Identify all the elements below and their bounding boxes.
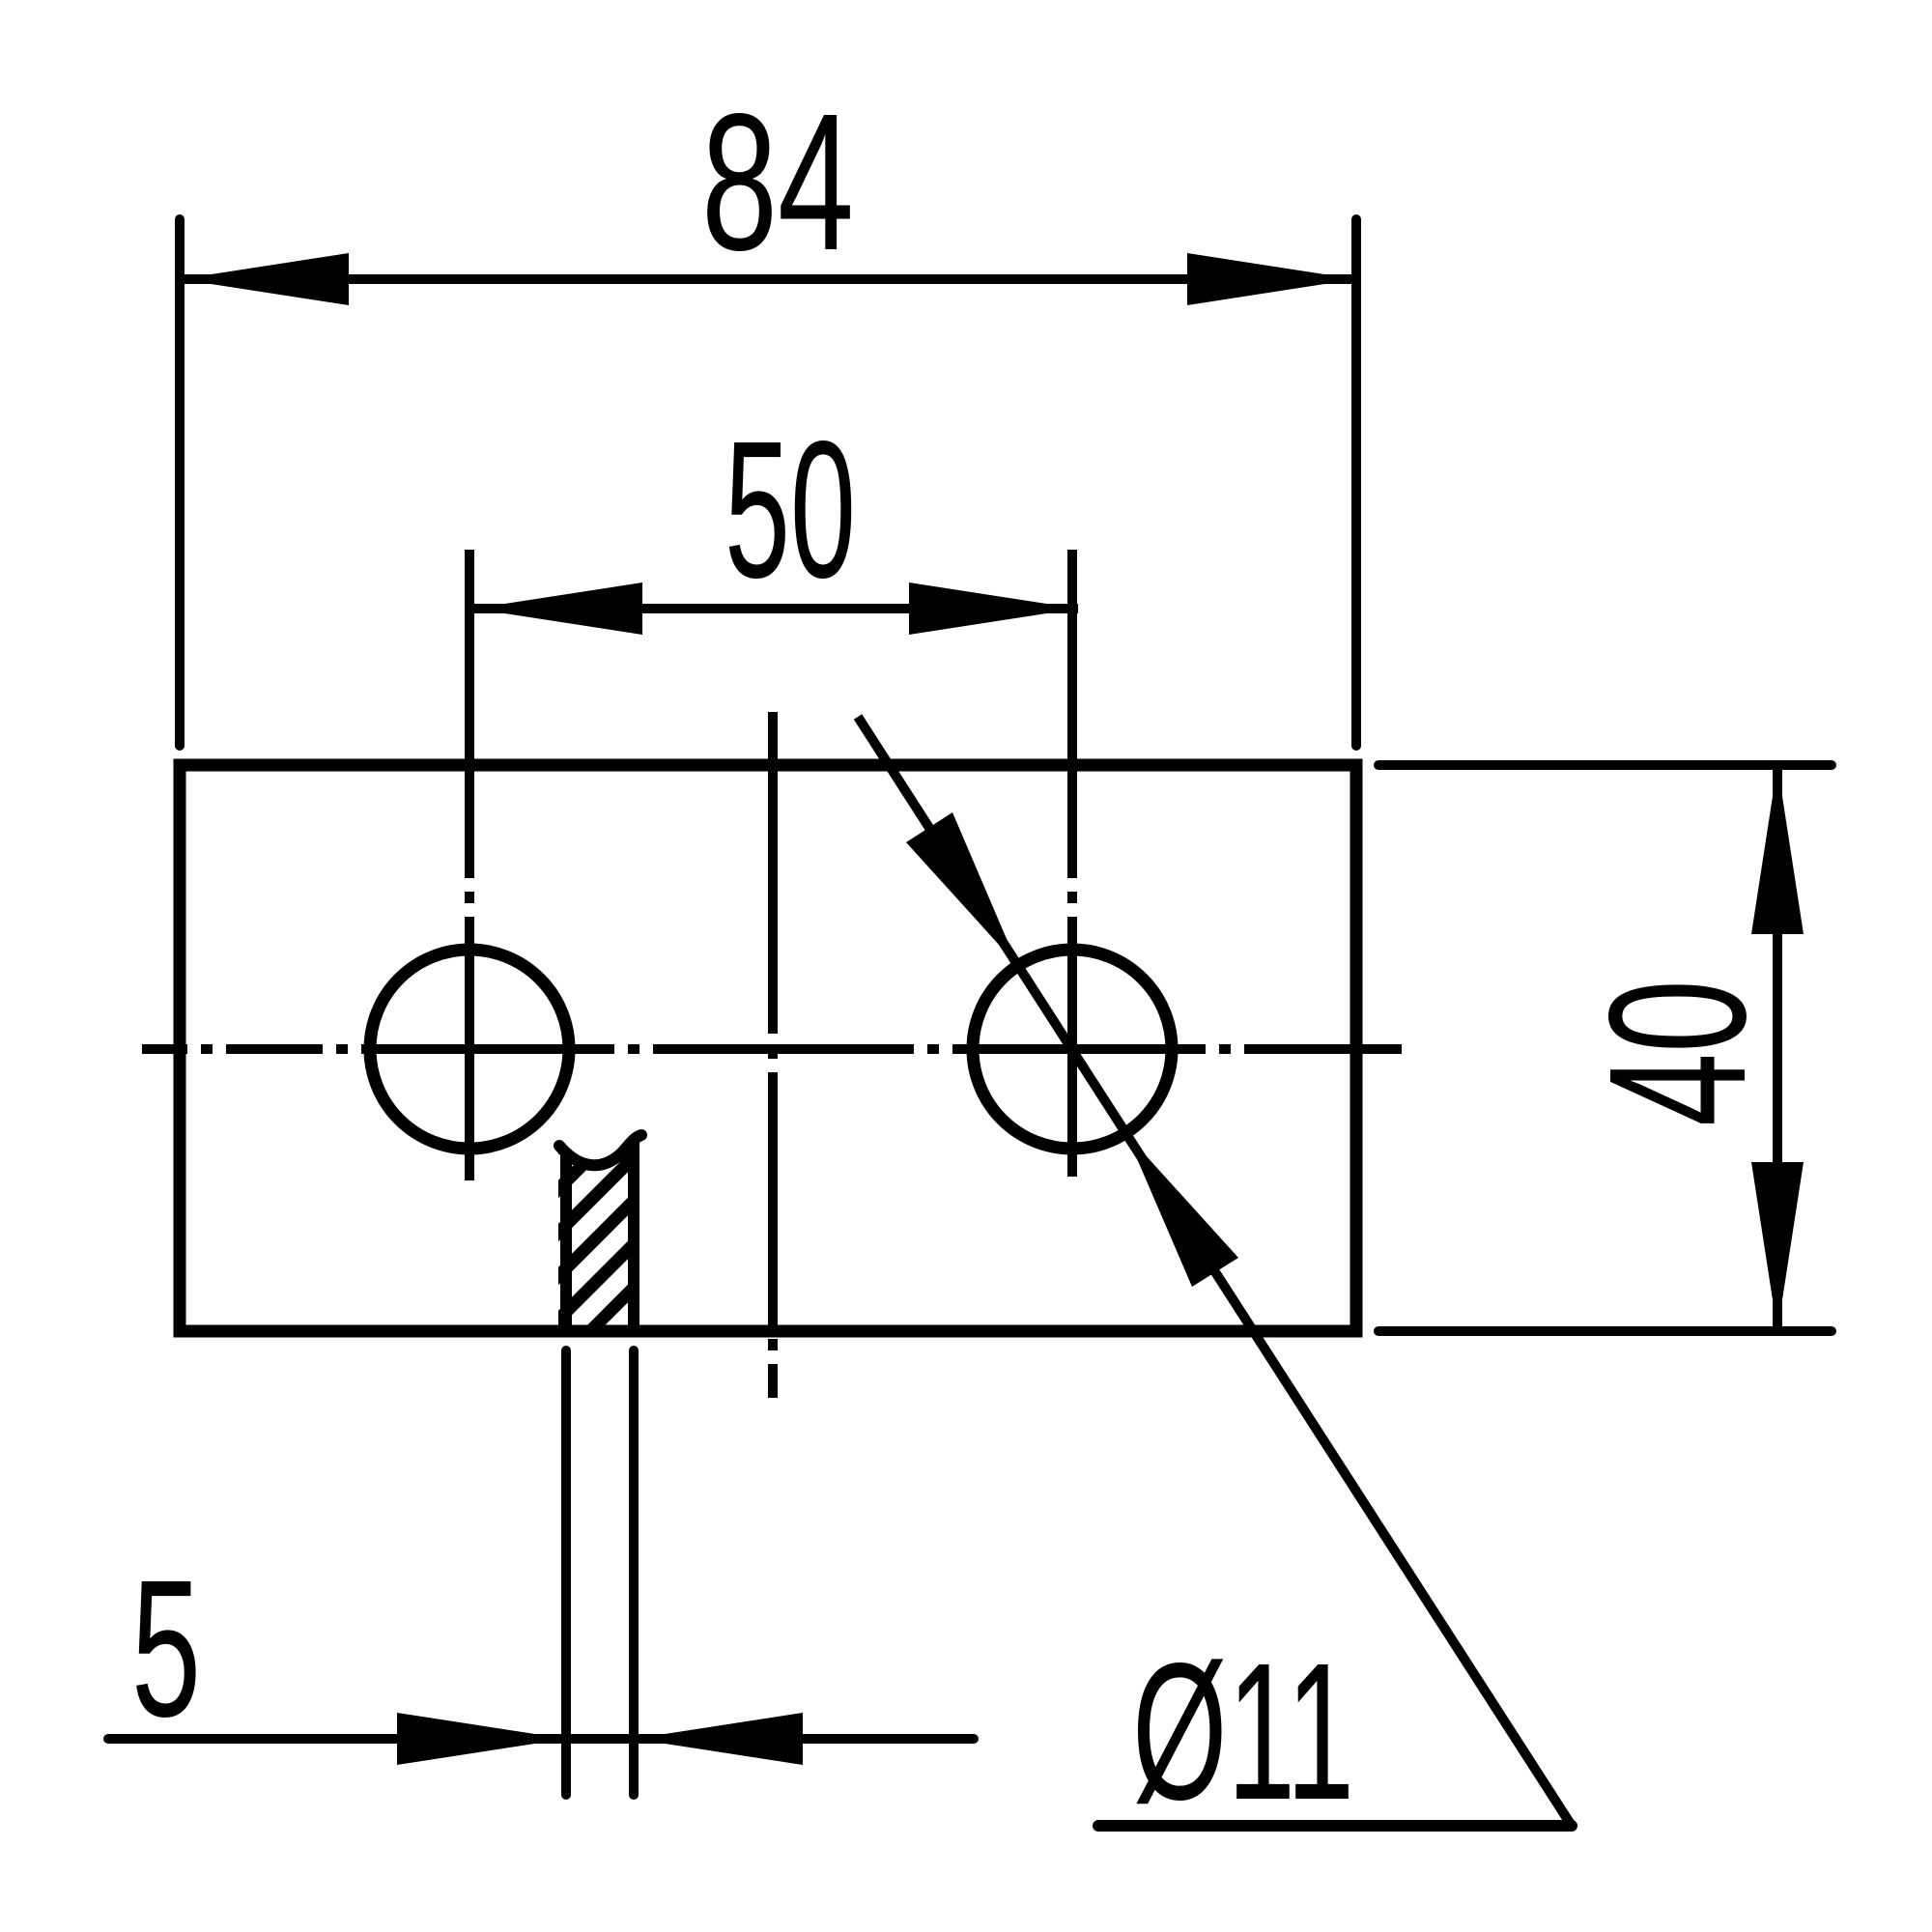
- arrowhead-upper: [906, 812, 1018, 966]
- dimension-label-hole-spacing: 50: [724, 400, 856, 618]
- arrowhead-left: [397, 1713, 566, 1765]
- arrowhead-top: [1751, 765, 1804, 934]
- dimension-label-width: 84: [701, 72, 854, 291]
- dimension-overall-width: 84: [175, 72, 1361, 751]
- dimension-label-height: 40: [1568, 980, 1786, 1126]
- arrowhead-right: [1187, 253, 1356, 305]
- break-line-wave: [554, 1129, 647, 1172]
- dimension-hole-diameter: Ø11: [853, 714, 1577, 1840]
- arrowhead-lower: [1126, 1134, 1238, 1287]
- arrowhead-right: [909, 582, 1078, 635]
- arrowhead-left: [180, 253, 349, 305]
- dimension-label-slot-width: 5: [131, 1539, 201, 1757]
- arrowhead-left: [473, 582, 642, 635]
- slot-section-hatch: [554, 1129, 647, 1337]
- arrowhead-bottom: [1751, 1162, 1804, 1331]
- dimension-hole-spacing: 50: [473, 400, 1078, 635]
- dimension-overall-height: 40: [1374, 760, 1836, 1336]
- dimension-label-hole-diameter: Ø11: [1132, 1622, 1354, 1840]
- dimension-slot-width: 5: [103, 1346, 979, 1800]
- arrowhead-right: [634, 1713, 803, 1765]
